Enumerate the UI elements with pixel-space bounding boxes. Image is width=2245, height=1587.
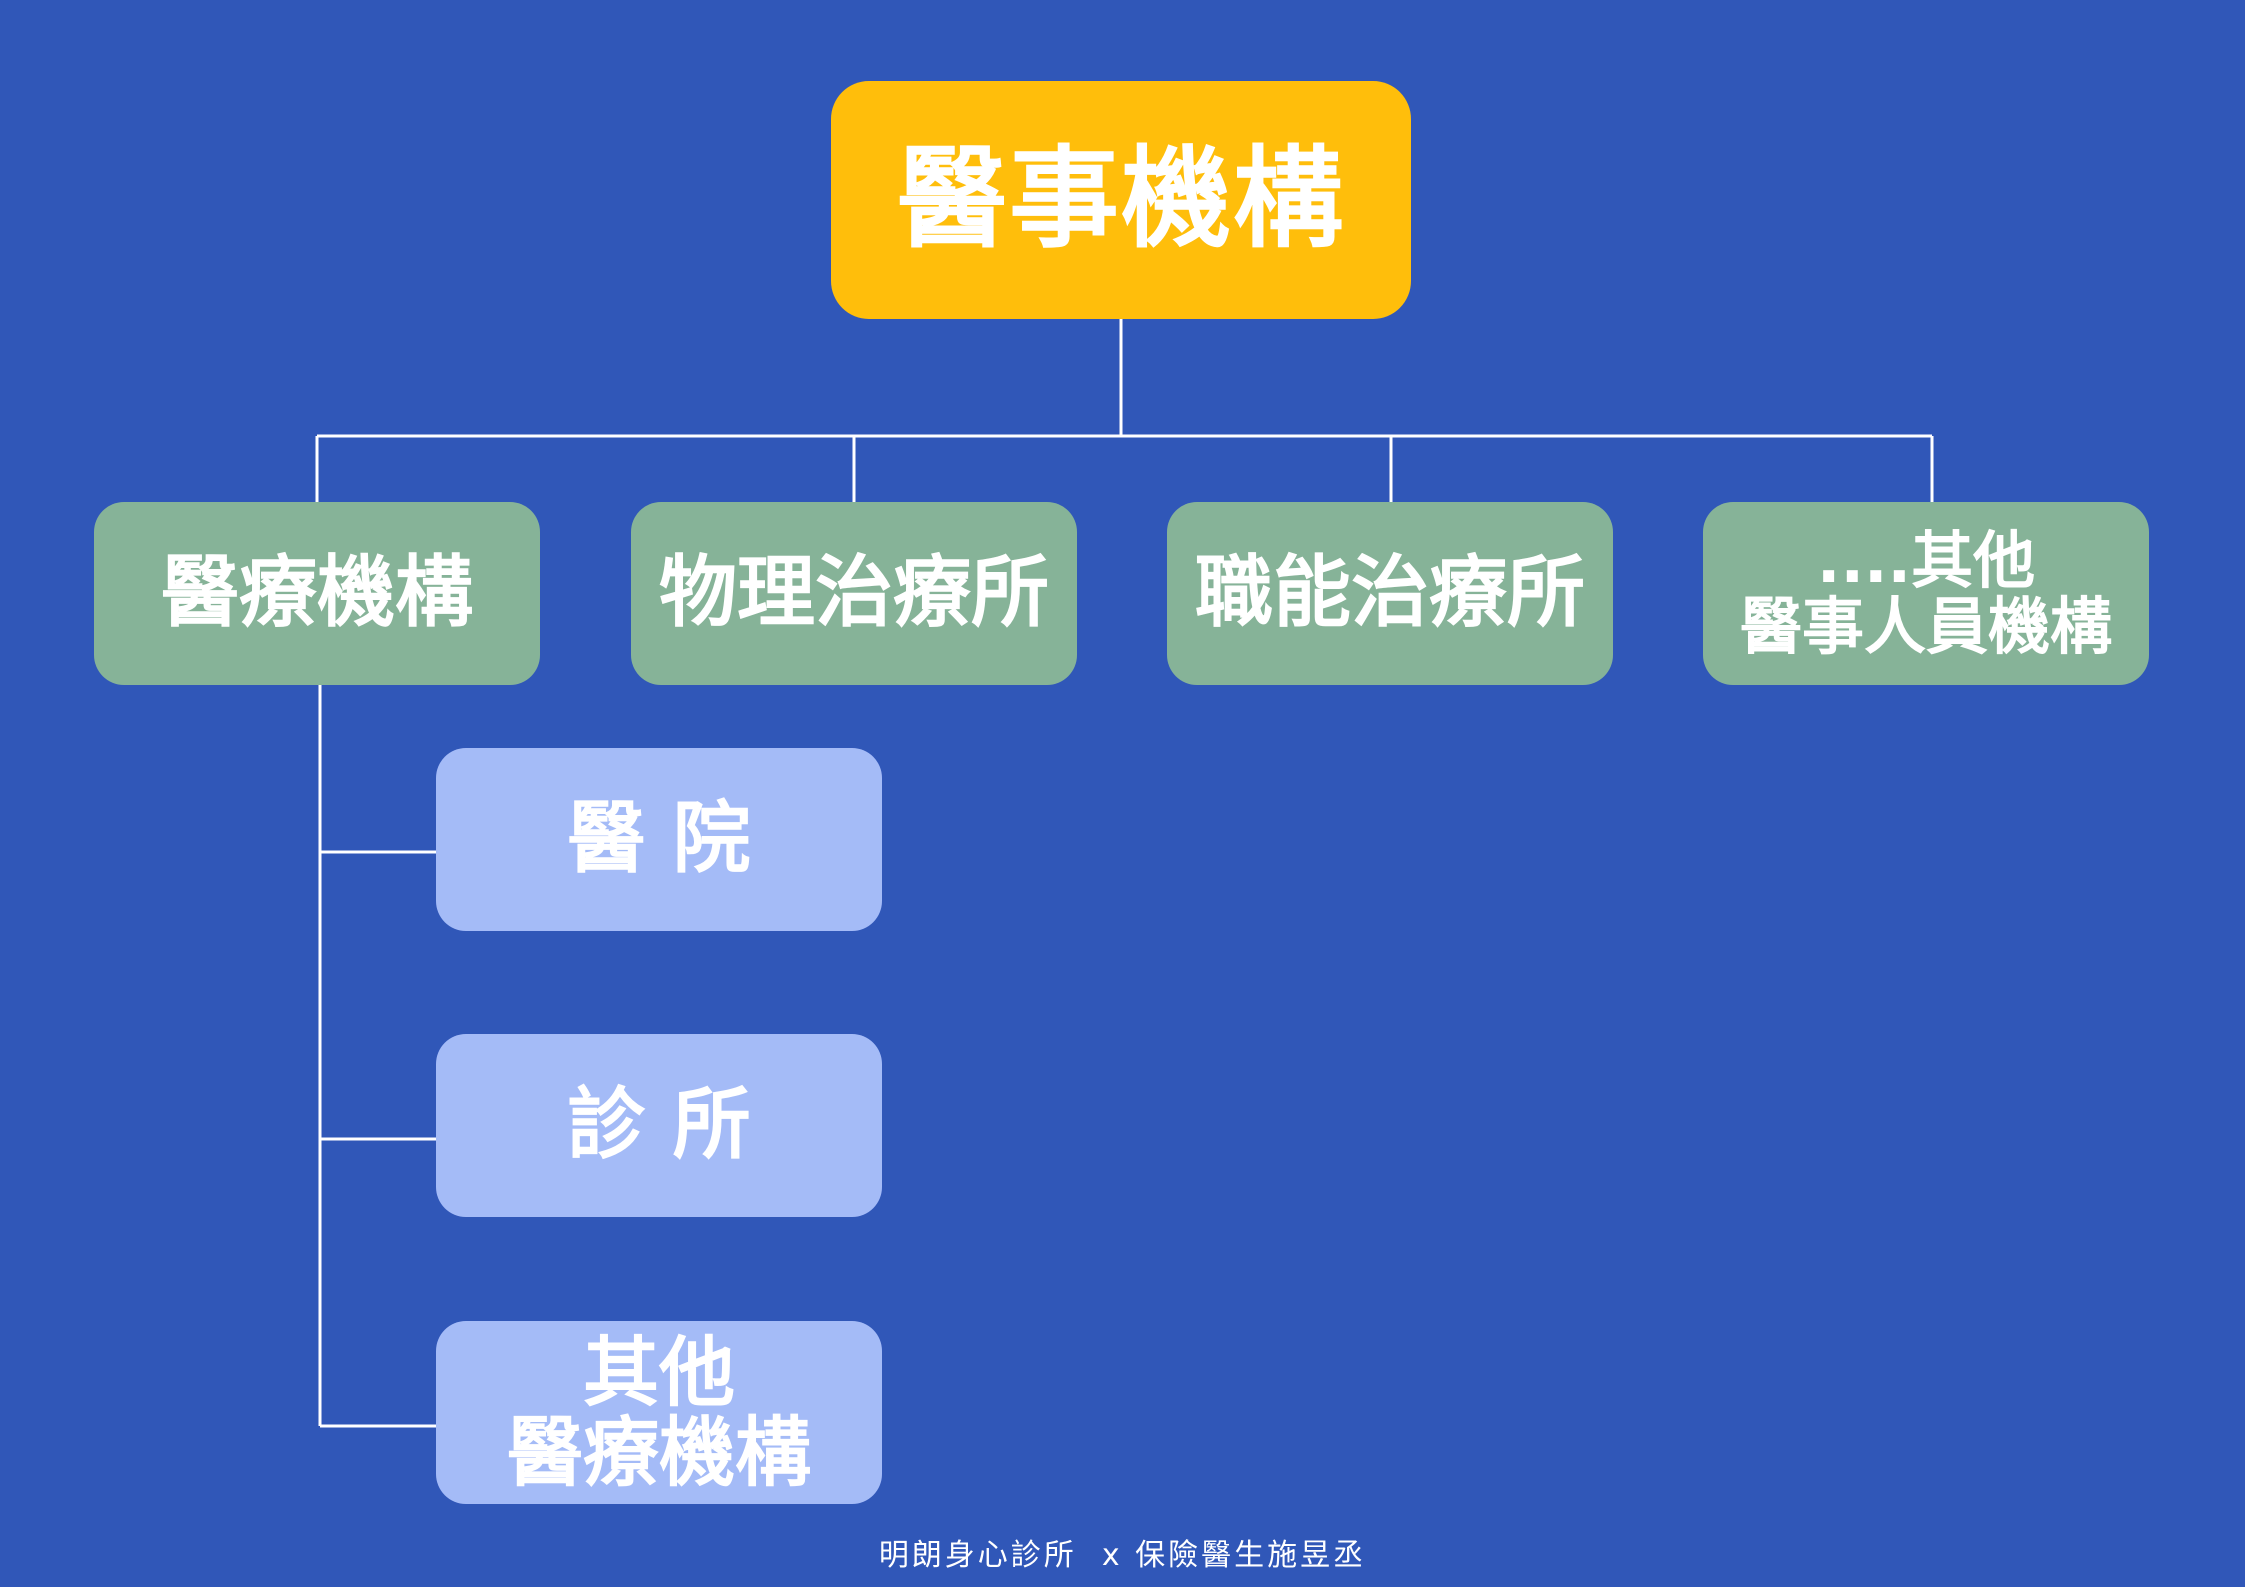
node-label-line-2: 醫事人員機構	[1739, 589, 2112, 663]
node-label-line-1: ....其他	[1816, 524, 2036, 598]
child-node-clinic: 診 所	[436, 1034, 882, 1217]
level1-node-occupational-therapy: 職能治療所	[1167, 502, 1613, 685]
node-label: 物理治療所	[658, 547, 1049, 638]
level1-node-medical-institutions: 醫療機構	[94, 502, 540, 685]
child-node-other-medical-institutions: 其他 醫療機構	[436, 1321, 882, 1504]
node-label: 職能治療所	[1194, 547, 1585, 638]
node-label: 診 所	[567, 1079, 751, 1170]
level1-node-other-personnel-institutions: ....其他 醫事人員機構	[1703, 502, 2149, 685]
node-label-line-1: 其他	[583, 1327, 735, 1417]
root-node: 醫事機構	[831, 81, 1411, 319]
node-label: 醫 院	[567, 793, 751, 884]
node-label: 醫療機構	[160, 547, 473, 638]
root-label: 醫事機構	[897, 135, 1345, 264]
footer-credit: 明朗身心診所 x 保險醫生施昱丞	[878, 1538, 1367, 1573]
child-node-hospital: 醫 院	[436, 748, 882, 931]
level1-node-physical-therapy: 物理治療所	[631, 502, 1077, 685]
node-label-line-2: 醫療機構	[507, 1407, 811, 1497]
